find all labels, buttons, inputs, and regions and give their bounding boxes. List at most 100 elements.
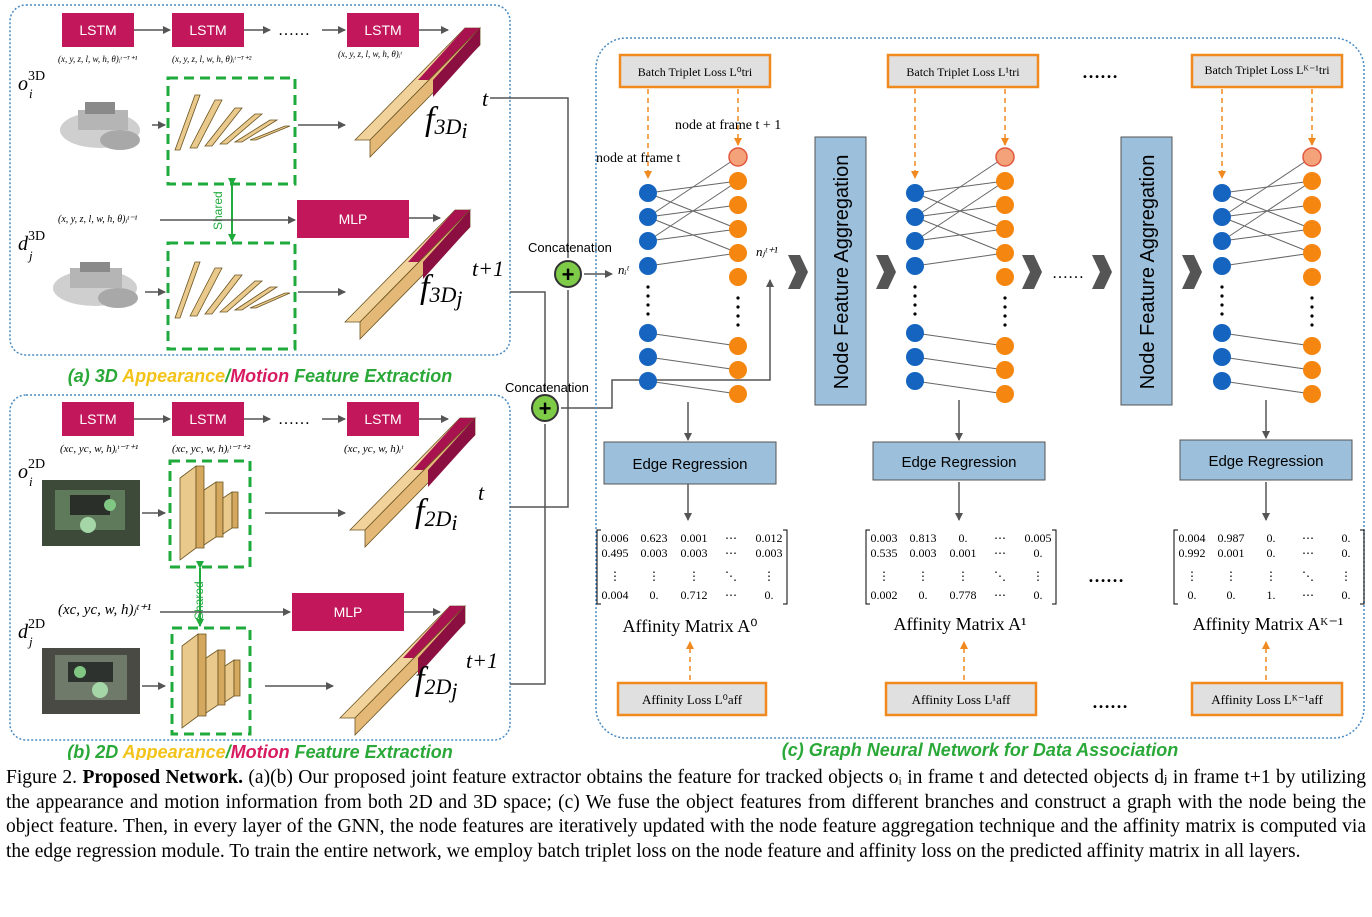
shared-label: Shared	[192, 581, 206, 620]
matrix-cell: 0.003	[641, 546, 668, 560]
matrix-cell: ⋱	[725, 569, 737, 583]
matrix-cell: ⋮	[1340, 569, 1352, 583]
matrix-cell: 0.002	[871, 588, 898, 602]
feature-3d-object-sup: t	[482, 86, 489, 111]
node-frame-t1	[996, 220, 1014, 238]
panel-a-title: (a) 3D Appearance/Motion Feature Extract…	[68, 366, 452, 386]
node-frame-t	[906, 257, 924, 275]
matrix-cell: ⋮	[648, 569, 660, 583]
cnn-2d-detection	[181, 633, 241, 729]
graph-edge	[647, 380, 739, 395]
panel-c-graph-neural-network: (c) Graph Neural Network for Data Associ…	[595, 37, 1365, 760]
matrix-cell: 0.778	[950, 588, 977, 602]
ellipsis-dot	[913, 312, 917, 316]
matrix-cell: 1.	[1267, 588, 1276, 602]
ellipsis-dot	[1220, 294, 1224, 298]
node-frame-t	[1213, 324, 1231, 342]
caption-lead: Proposed Network.	[82, 767, 243, 788]
feature-3d-object-label: f3Di	[425, 101, 467, 143]
matrix-cell: 0.	[1034, 546, 1043, 560]
affinity-loss-0: Affinity Loss L⁰aff	[616, 681, 768, 717]
shared-label: Shared	[211, 191, 225, 230]
matrix-cell: ⋯	[994, 588, 1006, 602]
matrix-cell: ⋱	[1302, 569, 1314, 583]
node-frame-t	[1213, 348, 1231, 366]
matrix-cell: 0.	[650, 588, 659, 602]
node-frame-t-label: node at frame t	[596, 151, 680, 166]
feature-bar-3d-detection	[344, 209, 471, 340]
graph-edge	[647, 356, 739, 371]
lstm-input-label: (xc, yc, w, h)ᵢᵗ	[344, 443, 404, 455]
panel-c-border	[595, 37, 1365, 739]
matrix-cell: 0.535	[871, 546, 898, 560]
image-crop-object	[42, 480, 140, 546]
node-frame-t1	[1303, 172, 1321, 190]
node-frame-t1	[1302, 147, 1322, 167]
matrix-cell: 0.	[1267, 531, 1276, 545]
node-frame-t1	[996, 244, 1014, 262]
node-frame-t1	[996, 361, 1014, 379]
ellipsis-dot	[646, 294, 650, 298]
matrix-cell: 0.	[1342, 546, 1351, 560]
ellipsis-dot	[1220, 303, 1224, 307]
lstm-block-3: LSTM	[347, 402, 419, 436]
matrix-cell: 0.012	[756, 531, 783, 545]
node-frame-t1	[996, 268, 1014, 286]
ellipsis-dot	[913, 294, 917, 298]
feature-2d-detection-label: f2Dj	[415, 661, 457, 703]
graph-edge	[647, 180, 739, 242]
feature-bar-2d-object	[349, 417, 476, 548]
detection-3d-label: d3D	[18, 229, 45, 255]
graph-edge	[1221, 180, 1313, 242]
point-cloud-object	[60, 102, 140, 150]
affinity-loss-1: Affinity Loss L¹aff	[884, 681, 1038, 717]
affinity-matrix-label: Affinity Matrix A⁰	[623, 616, 758, 636]
concatenation-label-1: Concatenation	[528, 240, 612, 255]
panel-b-border	[9, 394, 511, 741]
detection-2d-label: d2D	[18, 617, 45, 643]
node-frame-t1	[1303, 220, 1321, 238]
graph-edge	[914, 356, 1006, 371]
bipartite-graph-1	[906, 147, 1015, 403]
node-frame-t	[639, 257, 657, 275]
panel-b-2d-feature-extraction: LSTM LSTM LSTM …… (xc, yc, w, h)ᵢᵗ⁻ᵀ⁺¹ (…	[9, 394, 511, 760]
feature-2d-object-sup: t	[478, 480, 485, 505]
affinity-loss-dots: ……	[1092, 692, 1128, 712]
node-frame-t1	[728, 147, 748, 167]
panel-b-title: (b) 2D Appearance/Motion Feature Extract…	[67, 742, 452, 760]
cnn-2d-object-box	[168, 459, 252, 569]
matrix-cell: ⋮	[957, 569, 969, 583]
ellipsis-dot	[646, 312, 650, 316]
graph-edge	[1221, 356, 1313, 371]
graph-edge	[1221, 332, 1313, 347]
node-frame-t1	[729, 172, 747, 190]
matrix-cell: ⋯	[994, 531, 1006, 545]
matrix-cell: 0.004	[1179, 531, 1206, 545]
ellipsis-dot	[646, 285, 650, 289]
lstm-block-3: LSTM	[347, 13, 419, 47]
matrix-cell: 0.001	[950, 546, 977, 560]
matrix-cell: ⋮	[1225, 569, 1237, 583]
mlp-block	[292, 593, 404, 631]
feature-3d-detection-label: f3Dj	[420, 269, 462, 311]
node-frame-t1	[996, 196, 1014, 214]
ellipsis-dot	[1310, 314, 1314, 318]
node-frame-t1	[729, 361, 747, 379]
flow-dots: ……	[1052, 265, 1084, 282]
mlp-input-label: (xc, yc, w, h)ⱼᵗ⁺¹	[58, 602, 152, 618]
cnn-3d-detection-box	[166, 241, 297, 351]
edge-regression-k-1: Edge Regression	[1179, 439, 1353, 481]
lstm-input-label: (x, y, z, l, w, h, θ)ᵢᵗ	[338, 49, 402, 59]
ellipsis-dot	[736, 305, 740, 309]
concat-node-1: +	[554, 260, 582, 288]
graph-edge	[914, 180, 1006, 242]
svg-text:Edge Regression: Edge Regression	[1208, 453, 1323, 470]
matrix-cell: 0.992	[1179, 546, 1206, 560]
lstm-label: LSTM	[364, 411, 401, 427]
graph-edge	[914, 228, 1006, 242]
matrix-cell: 0.	[1188, 588, 1197, 602]
matrix-cell: ⋮	[1032, 569, 1044, 583]
panel-a-3d-feature-extraction: LSTM LSTM LSTM …… (x, y, z, l, w, h, θ)ᵢ…	[9, 4, 511, 386]
matrix-cell: 0.712	[681, 588, 708, 602]
